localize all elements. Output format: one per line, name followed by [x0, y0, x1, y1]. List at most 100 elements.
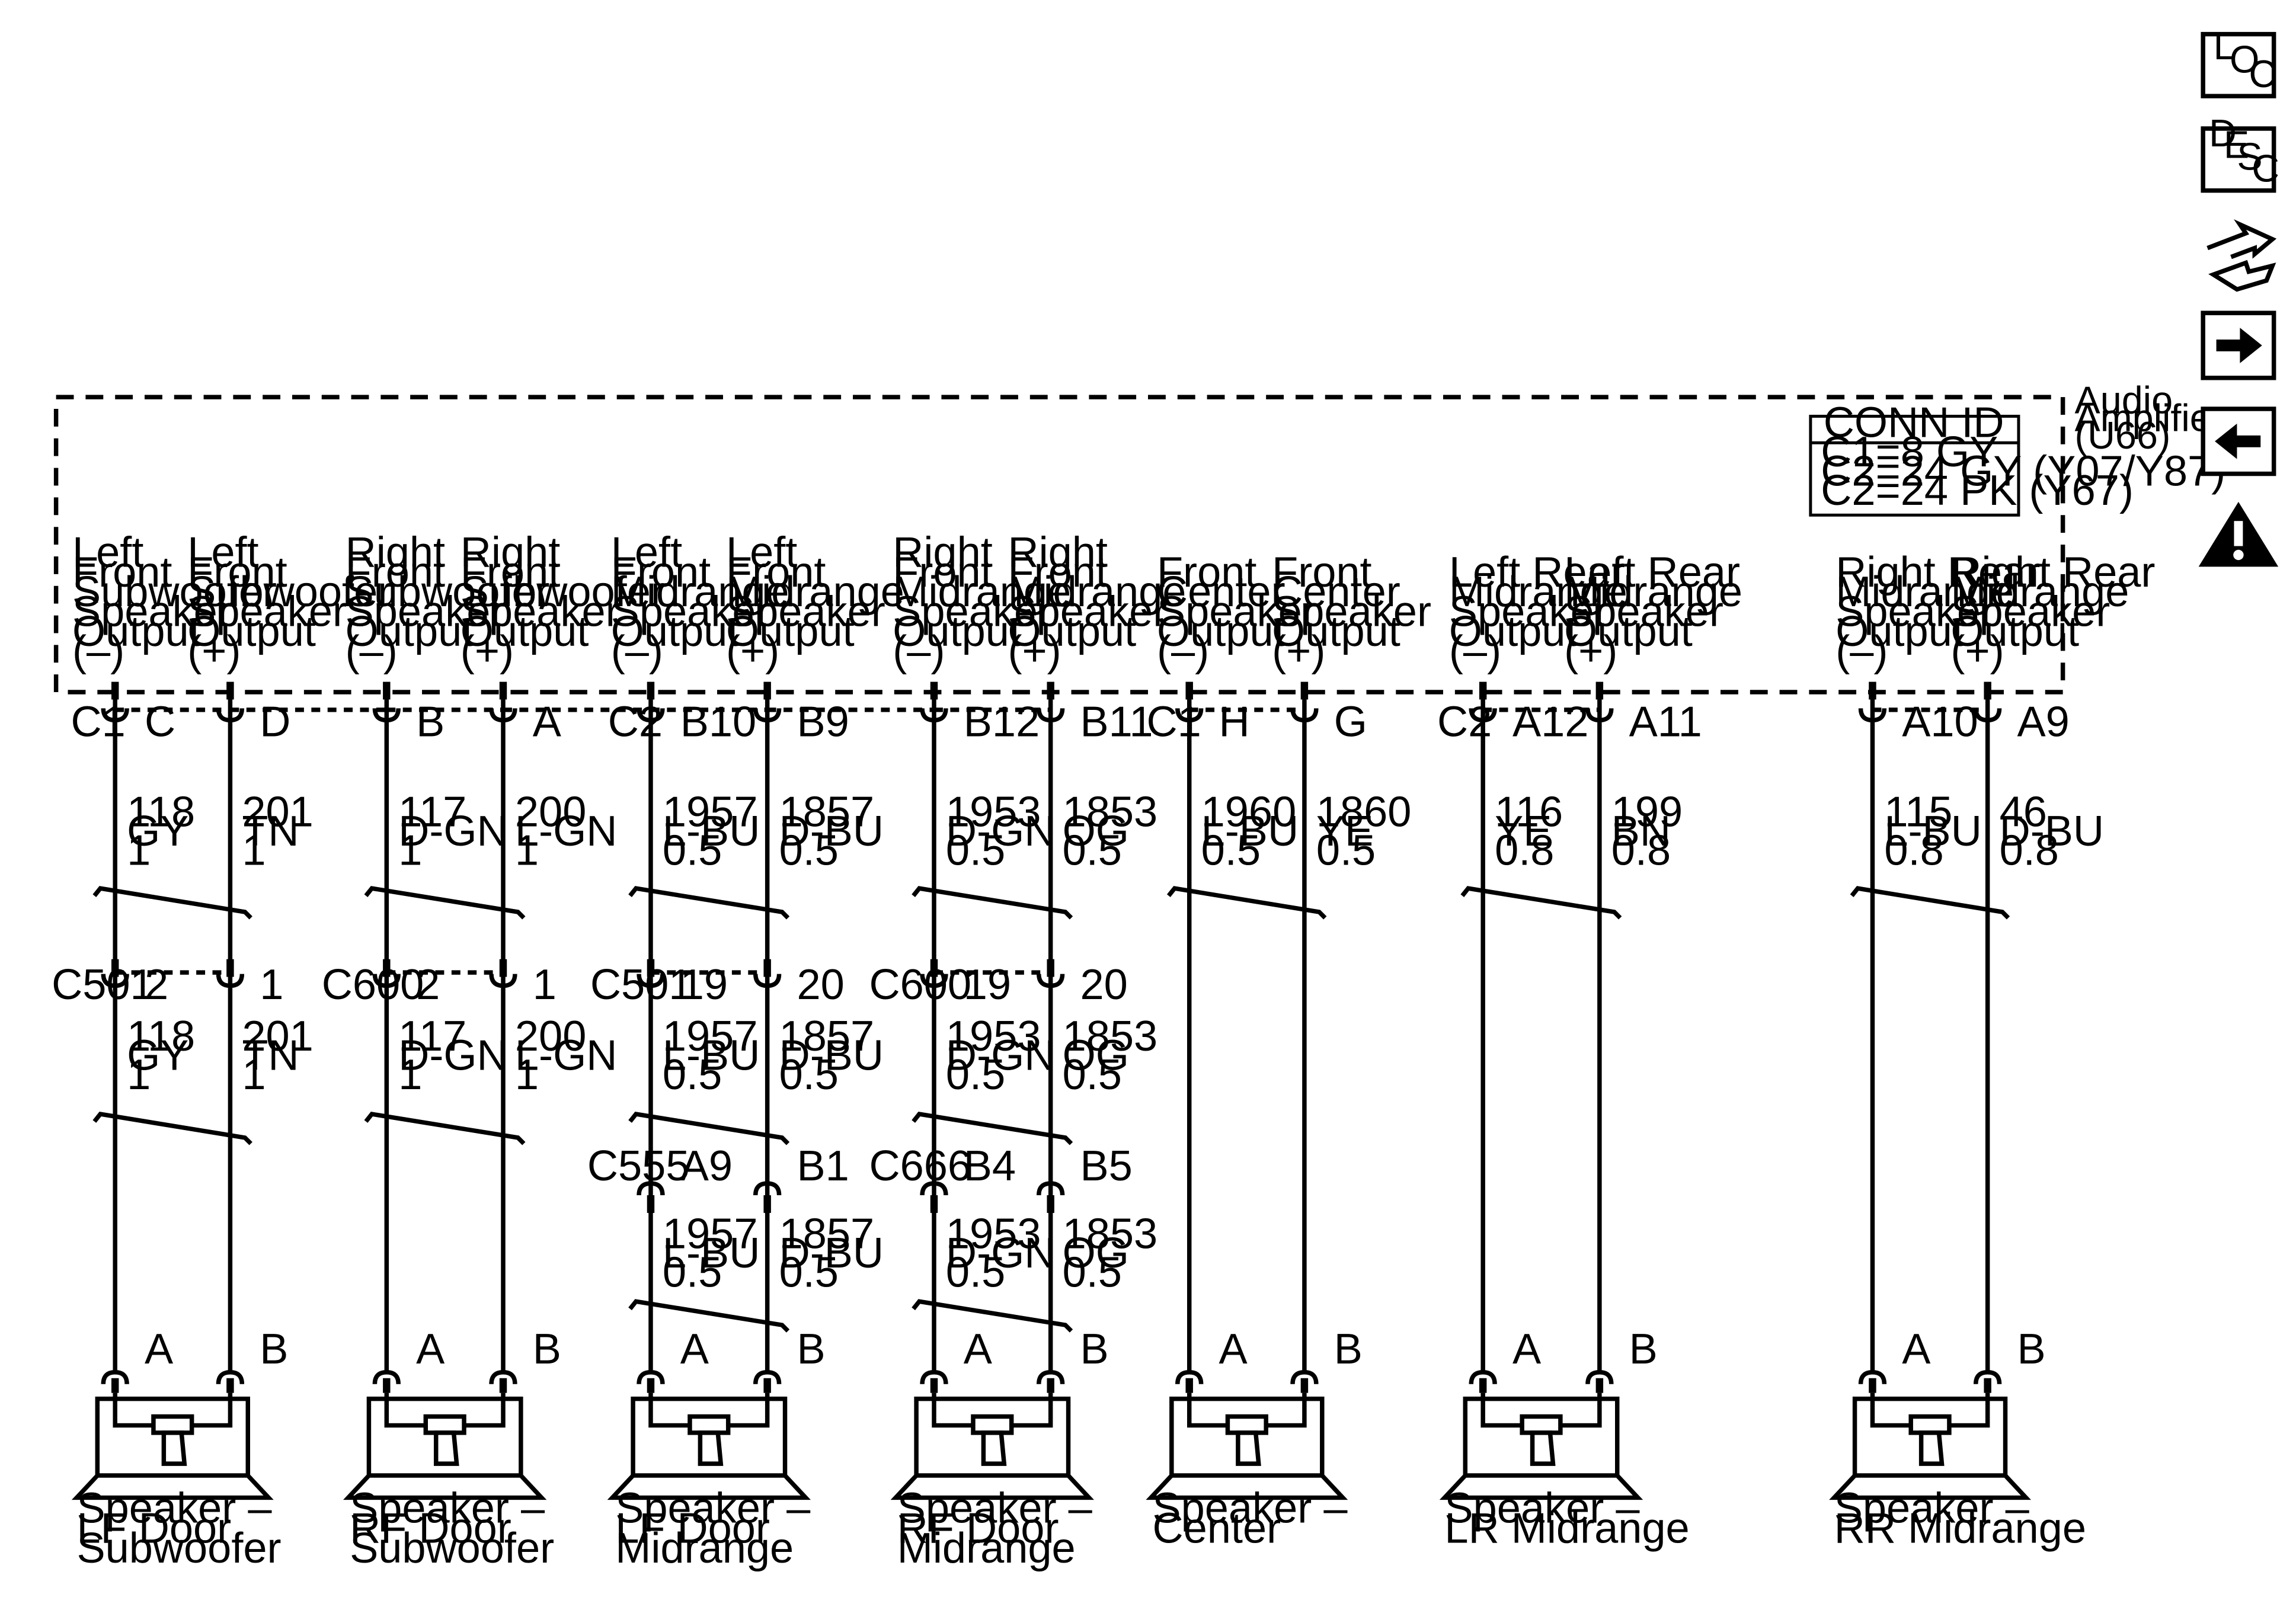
circuit-label-line: (–) — [72, 628, 124, 675]
wire-color: L-BU — [1884, 808, 1981, 855]
pin-male — [1047, 1195, 1054, 1213]
circuit-label-line: (–) — [1157, 628, 1209, 675]
audio-amplifier-boundary — [53, 395, 2065, 694]
wire-size: 0.5 — [779, 1249, 839, 1296]
wire-color: BN — [1611, 808, 1671, 855]
pin-male — [1300, 1378, 1309, 1393]
next-arrow-icon[interactable] — [2201, 311, 2276, 380]
wire-color: D-GN — [398, 1032, 507, 1079]
pin-male — [930, 1378, 938, 1393]
loc-icon[interactable]: L O C — [2201, 24, 2276, 98]
pin-male — [930, 1195, 938, 1213]
pin-female — [1858, 708, 1887, 723]
wire-color: OG — [1063, 1230, 1129, 1277]
inline-connector-label: C555 — [587, 1142, 690, 1190]
pin-male — [383, 681, 391, 700]
pin-female — [101, 1370, 129, 1384]
amp-pin-label: B11 — [1080, 699, 1153, 746]
harness-break — [628, 1299, 790, 1333]
circuit-label-line: Speaker — [611, 588, 770, 635]
speaker-pin-label: B — [797, 1326, 825, 1373]
circuit-label-line: Speaker — [1157, 588, 1316, 635]
speaker-base — [1829, 1473, 2031, 1500]
speaker-name-line: Speaker – — [1834, 1485, 2030, 1532]
inline-pin-label: 1 — [260, 961, 283, 1009]
pin-female — [372, 1370, 401, 1384]
pin-female — [1469, 708, 1497, 723]
wire-circuit-number: 1857 — [779, 1013, 875, 1060]
amp-pin-label: A10 — [1902, 699, 1978, 746]
desc-icon[interactable]: D E S C — [2201, 111, 2279, 193]
circuit-label-line: Right Rear — [1950, 549, 2155, 596]
speaker-magnet — [1520, 1414, 1563, 1435]
wire-circuit-number: 1957 — [663, 1013, 758, 1060]
circuit-label-line: Speaker — [1272, 588, 1431, 635]
wire-circuit-number: 116 — [1495, 789, 1563, 836]
wire-circuit-number: 1953 — [946, 1211, 1041, 1258]
warning-icon[interactable] — [2198, 501, 2279, 567]
amp-pin-label: D — [260, 699, 290, 746]
wire-circuit-number: 1953 — [946, 1013, 1041, 1060]
pin-male — [647, 1195, 655, 1213]
wire-size: 0.8 — [1495, 827, 1554, 874]
circuit-label-line: Subwoofer — [187, 568, 392, 616]
harness-break — [912, 1299, 1073, 1333]
speaker-pin-label: B — [1629, 1326, 1658, 1373]
svg-text:(U66): (U66) — [2075, 414, 2171, 457]
wire-color: D-BU — [779, 1032, 884, 1079]
wire-circuit-number: 200 — [515, 1013, 586, 1060]
speaker-name-line: Speaker – — [1152, 1485, 1348, 1532]
circuit-label-line: (+) — [1564, 628, 1617, 675]
circuit-label-line: (–) — [1835, 628, 1888, 675]
svg-text:E: E — [2224, 123, 2249, 167]
previous-arrow-icon[interactable] — [2201, 406, 2276, 476]
amp-pin-label: H — [1219, 699, 1250, 746]
circuit-label-line: Front — [187, 549, 287, 596]
pin-female — [637, 1181, 665, 1196]
circuit-label-line: Output — [1950, 608, 2079, 655]
pin-male — [1047, 1378, 1054, 1393]
circuit-label-line: Subwoofer — [72, 568, 277, 616]
connector-end-view-icon[interactable] — [2207, 219, 2277, 292]
wire-color: D-BU — [779, 1230, 884, 1277]
svg-text:O: O — [2230, 37, 2259, 81]
wire-size: 0.5 — [946, 1051, 1005, 1099]
pin-male — [226, 959, 234, 977]
circuit-label-line: Left — [72, 529, 143, 576]
speaker-name-line: LF Door — [76, 1505, 231, 1552]
speaker-base — [607, 1473, 811, 1500]
circuit-label-line: Output — [726, 608, 855, 655]
amp-connector-label: C2 — [608, 699, 663, 746]
speaker-base — [71, 1473, 274, 1500]
wire-size: 0.8 — [2000, 827, 2059, 874]
svg-text:C: C — [2252, 147, 2279, 190]
circuit-label-line: Output — [346, 608, 474, 655]
wire-size: 1 — [127, 827, 151, 874]
speaker-magnet — [1908, 1414, 1952, 1435]
wire-circuit-number: 1853 — [1063, 1013, 1158, 1060]
speaker-name-line: Subwoofer — [76, 1525, 281, 1572]
wire-color: L-GN — [515, 1032, 617, 1079]
pin-male — [763, 1378, 771, 1393]
inline-connector-label: C600 — [869, 961, 971, 1009]
speaker-name-line: Speaker – — [76, 1485, 272, 1532]
circuit-label-line: Right Rear — [1835, 549, 2040, 596]
speaker-name-line: Center — [1152, 1505, 1281, 1552]
amp-pin-label: A — [533, 699, 561, 746]
speaker-name-line: Speaker – — [1444, 1485, 1640, 1532]
circuit-label-line: Right — [346, 529, 446, 576]
speaker-cone — [1918, 1430, 1945, 1466]
harness-break — [912, 886, 1073, 920]
amp-pin-label: B12 — [964, 699, 1040, 746]
pin-female — [489, 708, 517, 723]
pin-female — [1585, 1370, 1614, 1384]
svg-text:Amplifier: Amplifier — [2075, 396, 2224, 439]
conn-id-box: CONN ID C1=8 GY C2=24 GY (Y07/Y87) C2=24… — [1809, 399, 2225, 517]
inline-pin-label: B4 — [964, 1142, 1016, 1190]
wire-color: D-BU — [779, 808, 884, 855]
circuit-label-line: (+) — [1950, 628, 2004, 675]
circuit-label-line: Front — [461, 549, 561, 596]
